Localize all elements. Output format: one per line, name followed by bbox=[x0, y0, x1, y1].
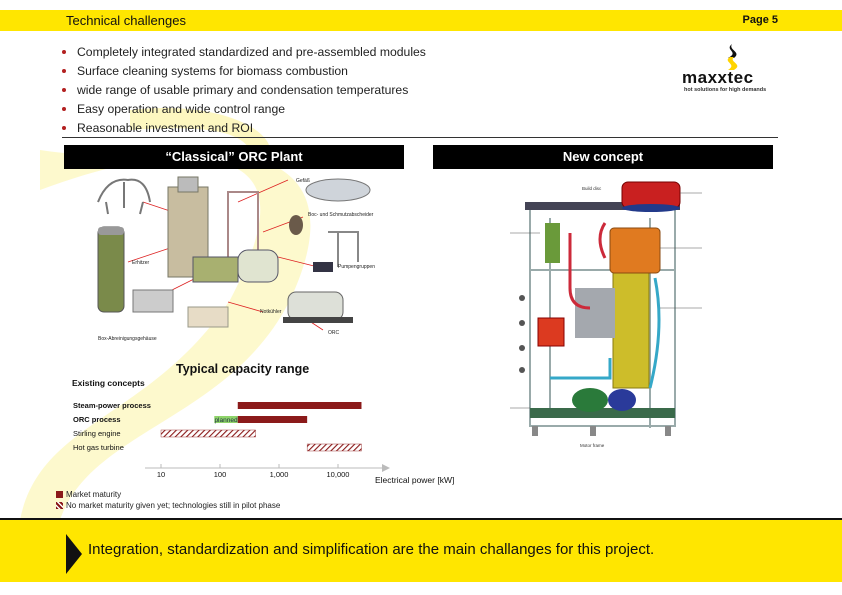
legend-swatch-solid bbox=[56, 491, 63, 498]
bullet-item: Reasonable investment and ROI bbox=[62, 119, 426, 138]
bar-solid bbox=[237, 402, 362, 409]
bullet-item: Completely integrated standardized and p… bbox=[62, 43, 426, 62]
legend-item-market-maturity: Market maturity bbox=[56, 489, 280, 500]
label-pumps: Pumpengruppen bbox=[338, 264, 375, 270]
bullet-icon bbox=[62, 107, 66, 111]
new-concept-image: Build disc Motor frame bbox=[510, 181, 702, 448]
bar-hatched bbox=[160, 429, 256, 438]
row-label: ORC process bbox=[73, 415, 121, 424]
bullet-item: Easy operation and wide control range bbox=[62, 100, 426, 119]
x-axis-label: Electrical power [kW] bbox=[375, 475, 454, 485]
label-motor-frame: Motor frame bbox=[580, 443, 605, 448]
chart-legend: Market maturity No market maturity given… bbox=[56, 489, 280, 511]
bar-solid bbox=[237, 416, 308, 423]
bullet-icon bbox=[62, 88, 66, 92]
x-tick-label: 100 bbox=[214, 470, 227, 479]
label-orc: ORC bbox=[328, 330, 340, 336]
section-header-new-concept: New concept bbox=[433, 145, 773, 169]
bullet-list: Completely integrated standardized and p… bbox=[62, 43, 426, 138]
bullet-item: wide range of usable primary and condens… bbox=[62, 81, 426, 100]
label-notkuehler: Notkühler bbox=[260, 309, 282, 315]
bar-planned bbox=[214, 416, 238, 423]
flame-icon bbox=[727, 44, 738, 70]
bullet-icon bbox=[62, 126, 66, 130]
bullet-icon bbox=[62, 69, 66, 73]
row-label: Hot gas turbine bbox=[73, 443, 124, 452]
label-separator: Boc- und Schmutzabscheider bbox=[308, 212, 374, 218]
logo-tagline: hot solutions for high demands bbox=[684, 87, 767, 93]
slide-title: Technical challenges bbox=[66, 13, 186, 28]
label-cleaning-box: Box-Abreinigungsgehäuse bbox=[98, 336, 157, 342]
bar-label: planned bbox=[214, 417, 238, 424]
chart-group-label: Existing concepts bbox=[72, 378, 145, 388]
arrow-right-icon bbox=[66, 534, 82, 574]
section-header-classical: “Classical” ORC Plant bbox=[64, 145, 404, 169]
row-label: Stirling engine bbox=[73, 429, 121, 438]
bullet-icon bbox=[62, 50, 66, 54]
x-axis-arrow-icon bbox=[382, 464, 390, 472]
legend-item-pilot-phase: No market maturity given yet; technologi… bbox=[56, 500, 280, 511]
footer-banner: Integration, standardization and simplif… bbox=[0, 518, 842, 582]
label-build-disc: Build disc bbox=[582, 186, 602, 191]
logo-wordmark: maxxtec bbox=[682, 68, 754, 87]
header-bar: Technical challenges Page 5 bbox=[0, 10, 842, 31]
label-erhitzer: Erhitzer bbox=[132, 260, 150, 266]
divider bbox=[62, 137, 778, 138]
page-number: Page 5 bbox=[742, 14, 778, 26]
legend-swatch-hatched bbox=[56, 502, 63, 509]
x-tick-label: 10 bbox=[157, 470, 165, 479]
x-tick-label: 10,000 bbox=[327, 470, 350, 479]
bullet-item: Surface cleaning systems for biomass com… bbox=[62, 62, 426, 81]
bar-hatched bbox=[306, 443, 362, 452]
label-behaelter: Gefäß bbox=[296, 178, 310, 184]
row-label: Steam-power process bbox=[73, 401, 151, 410]
x-tick-label: 1,000 bbox=[270, 470, 289, 479]
maxxtec-logo: maxxtec hot solutions for high demands bbox=[680, 44, 780, 94]
capacity-chart: Existing concepts Steam-power processORC… bbox=[72, 378, 454, 485]
classical-orc-plant-image: Gefäß Boc- und Schmutzabscheider Erhitze… bbox=[97, 176, 375, 342]
chart-title: Typical capacity range bbox=[176, 362, 310, 376]
footer-message: Integration, standardization and simplif… bbox=[88, 541, 655, 558]
